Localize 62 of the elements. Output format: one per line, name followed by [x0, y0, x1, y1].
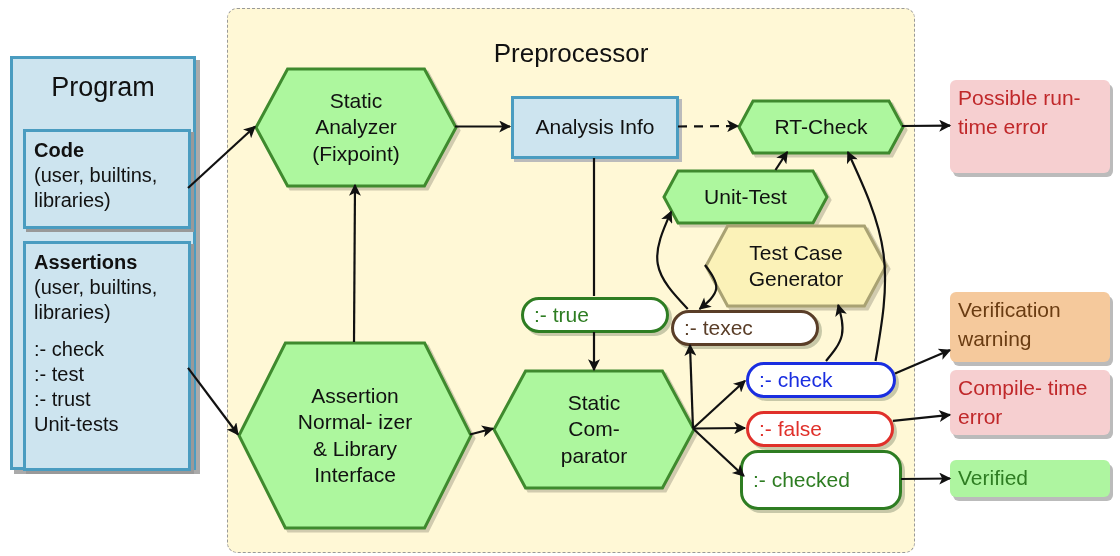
arrow — [469, 425, 495, 438]
assertion-keyword: :- check — [34, 337, 105, 362]
arrow — [455, 120, 512, 133]
box-text: (user, builtins, libraries) — [34, 163, 159, 213]
arrow — [348, 183, 361, 342]
region-title: Preprocessor — [493, 37, 649, 70]
node-label: Verification warning — [958, 297, 1062, 353]
node-label: :- true — [534, 302, 589, 328]
assertion-keyword: :- trust — [34, 387, 91, 412]
arrow — [656, 210, 689, 310]
node-label: Unit-Test — [704, 183, 787, 210]
box-text: (user, builtins, libraries) — [34, 275, 159, 325]
box-heading: Assertions — [34, 250, 138, 275]
arrow — [902, 119, 952, 132]
process-hexagon — [239, 343, 471, 528]
process-hexagon — [664, 171, 827, 223]
result-pill — [746, 411, 894, 447]
arrow — [698, 264, 718, 310]
arrow — [774, 151, 789, 171]
node-label: Test Case Generator — [747, 239, 845, 292]
box-heading: Code — [34, 138, 84, 163]
arrow — [692, 427, 745, 477]
arrow — [901, 472, 952, 485]
node-label: Static Com- parator — [559, 390, 629, 469]
connector-line — [592, 158, 596, 296]
generator-hexagon — [706, 226, 886, 306]
process-hexagon — [494, 371, 694, 488]
node-label: :- texec — [684, 315, 753, 341]
dashed-arrow — [678, 120, 740, 133]
node-label: Analysis Info — [535, 114, 655, 141]
region-title: Program — [51, 71, 155, 104]
process-hexagon — [739, 101, 903, 153]
arrow — [894, 348, 952, 375]
node-label: Static Analyzer (Fixpoint) — [311, 88, 401, 167]
preprocessor-region — [227, 8, 915, 553]
arrow — [187, 125, 256, 189]
assertion-keyword: Unit-tests — [34, 412, 119, 437]
node-label: RT-Check — [774, 113, 868, 140]
node-label: Possible run-time error — [958, 85, 1082, 141]
node-label: Verified — [958, 465, 1029, 491]
arrow — [588, 332, 600, 372]
arrow — [693, 422, 747, 435]
node-label: :- checked — [753, 467, 850, 493]
result-pill — [671, 310, 819, 346]
assertion-keyword: :- test — [34, 362, 84, 387]
node-label: :- check — [759, 367, 833, 393]
input-box — [23, 129, 191, 229]
arrow — [187, 367, 239, 436]
node-label: :- false — [759, 416, 823, 442]
input-box — [23, 241, 191, 471]
process-hexagon — [256, 69, 456, 186]
result-pill — [521, 297, 669, 333]
node-label: Compile- time error — [958, 375, 1089, 431]
arrow — [892, 410, 952, 422]
arrow — [692, 380, 746, 430]
arrow — [846, 150, 887, 362]
arrow — [684, 343, 697, 429]
arrow — [825, 303, 847, 362]
result-pill — [746, 362, 896, 398]
data-box — [511, 96, 679, 159]
node-label: Assertion Normal- izer & Library Interface — [296, 383, 414, 488]
result-pill — [740, 450, 902, 510]
